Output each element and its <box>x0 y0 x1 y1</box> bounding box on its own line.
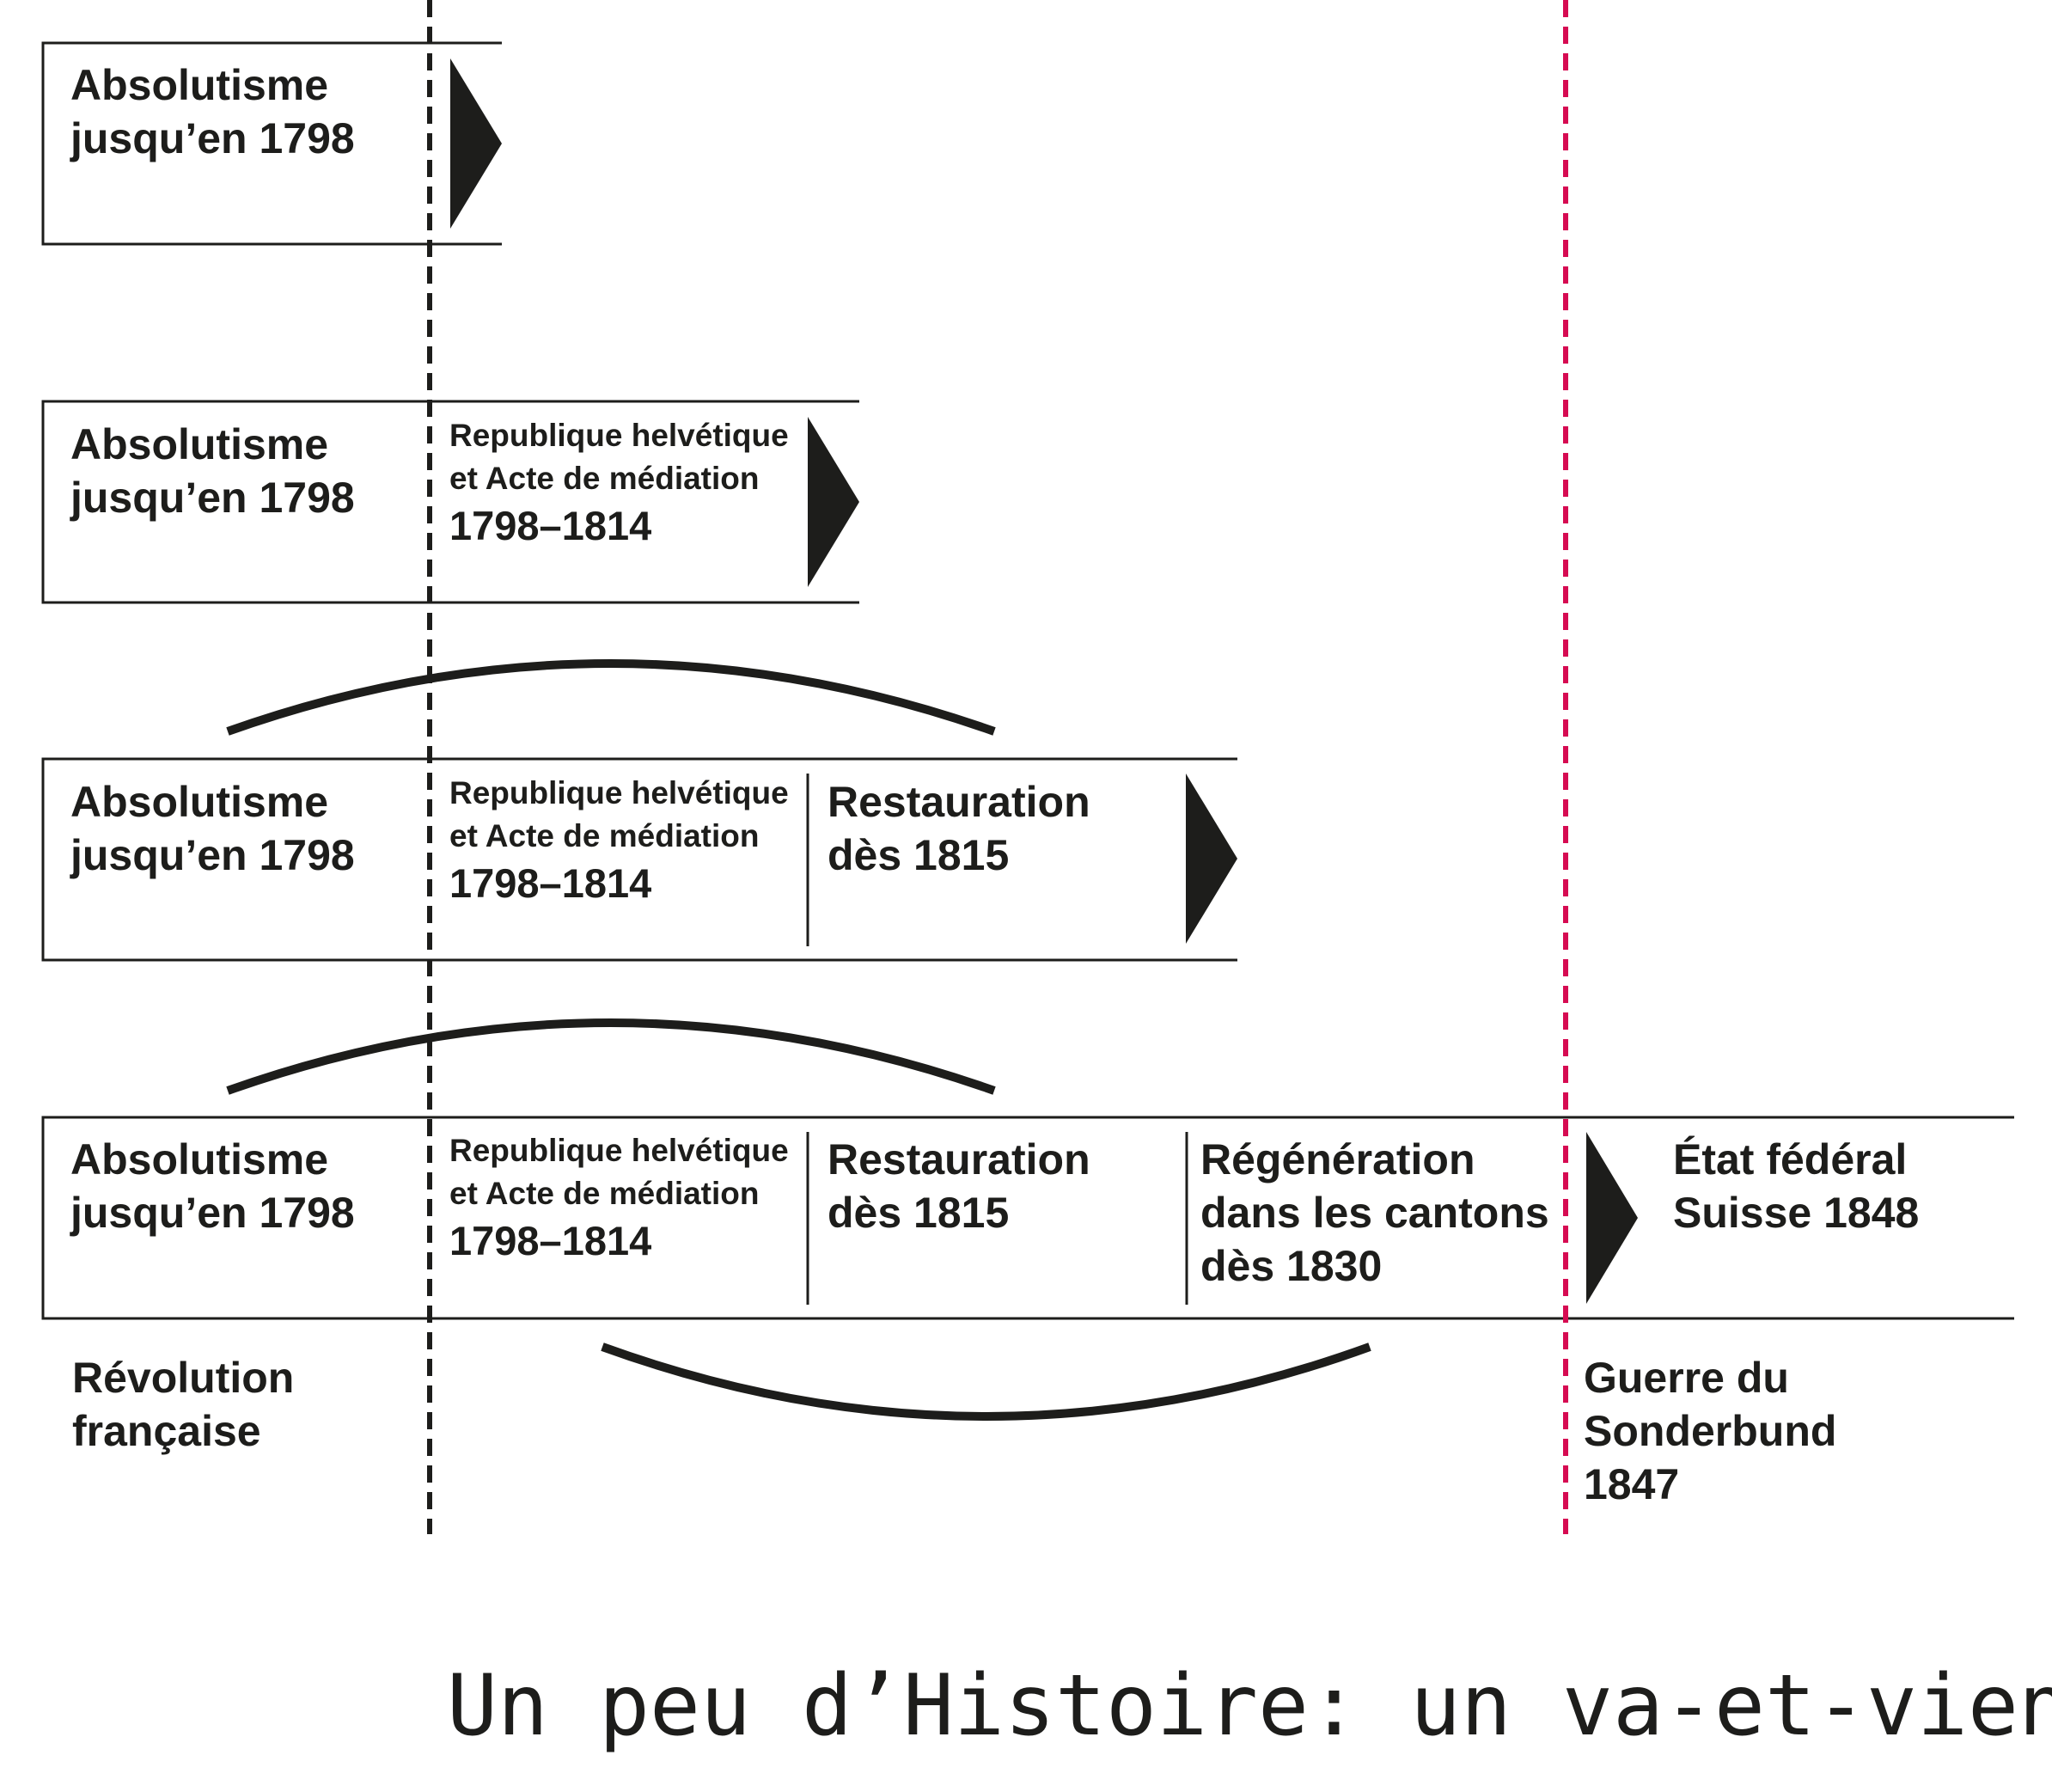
republique-line-2: et Acte de médiation <box>449 461 760 496</box>
row-4-regeneration-label: Régénération dans les cantons dès 1830 <box>1200 1133 1549 1293</box>
row-4-etat-federal-label: État fédéral Suisse 1848 <box>1673 1133 1919 1239</box>
absolutisme-line-1: Absolutisme <box>70 420 329 468</box>
row-3-republique-label: Republique helvétique et Acte de médiati… <box>449 772 789 909</box>
revolution-event-label: Révolution française <box>72 1351 294 1458</box>
page-title: Un peu d’Histoire: un va-et-vient <box>447 1657 2052 1755</box>
row-2-arrow-icon <box>808 417 859 587</box>
absolutisme-line-2: jusqu’en 1798 <box>70 1189 355 1237</box>
etat-federal-line-2: Suisse 1848 <box>1673 1189 1920 1237</box>
row-4-arrow-icon <box>1586 1132 1638 1304</box>
row-4-restauration-label: Restauration dès 1815 <box>828 1133 1090 1239</box>
republique-years: 1798–1814 <box>449 860 652 906</box>
republique-years: 1798–1814 <box>449 503 652 548</box>
row-3-arrow-icon <box>1186 774 1237 944</box>
row-2-republique-label: Republique helvétique et Acte de médiati… <box>449 414 789 552</box>
restauration-line-2: dès 1815 <box>828 1189 1010 1237</box>
arc-swing-icon-2 <box>226 1018 996 1095</box>
absolutisme-line-1: Absolutisme <box>70 1135 329 1183</box>
row-2-frame <box>41 400 859 604</box>
row-1-arrow-icon <box>450 58 502 229</box>
republique-line-2: et Acte de médiation <box>449 1176 760 1211</box>
regeneration-line-1: Régénération <box>1200 1135 1475 1183</box>
row-3-absolutisme-label: Absolutisme jusqu’en 1798 <box>70 775 355 882</box>
etat-federal-line-1: État fédéral <box>1673 1135 1908 1183</box>
regeneration-line-3: dès 1830 <box>1200 1242 1383 1290</box>
row-4-absolutisme-label: Absolutisme jusqu’en 1798 <box>70 1133 355 1239</box>
restauration-line-2: dès 1815 <box>828 831 1010 879</box>
absolutisme-line-2: jusqu’en 1798 <box>70 114 355 162</box>
restauration-line-1: Restauration <box>828 1135 1090 1183</box>
arc-swing-icon-1 <box>226 659 996 736</box>
sonderbund-line-3: 1847 <box>1584 1460 1680 1508</box>
absolutisme-line-2: jusqu’en 1798 <box>70 831 355 879</box>
sonderbund-line-2: Sonderbund <box>1584 1407 1837 1455</box>
republique-line-1: Republique helvétique <box>449 1133 789 1168</box>
sonderbund-event-label: Guerre du Sonderbund 1847 <box>1584 1351 1836 1511</box>
sonderbund-line-1: Guerre du <box>1584 1354 1789 1402</box>
regeneration-line-2: dans les cantons <box>1200 1189 1549 1237</box>
row-1-frame <box>41 41 502 246</box>
row-3-frame <box>41 757 1237 962</box>
republique-years: 1798–1814 <box>449 1218 652 1263</box>
revolution-line-1: Révolution <box>72 1354 295 1402</box>
republique-line-1: Republique helvétique <box>449 418 789 453</box>
row-3-restauration-label: Restauration dès 1815 <box>828 775 1090 882</box>
row-1-absolutisme-label: Absolutisme jusqu’en 1798 <box>70 58 355 165</box>
arc-swing-icon-3 <box>601 1342 1371 1421</box>
row-4-republique-label: Republique helvétique et Acte de médiati… <box>449 1129 789 1267</box>
revolution-line-2: française <box>72 1407 261 1455</box>
republique-line-2: et Acte de médiation <box>449 818 760 853</box>
absolutisme-line-1: Absolutisme <box>70 61 329 109</box>
absolutisme-line-2: jusqu’en 1798 <box>70 474 355 522</box>
restauration-line-1: Restauration <box>828 778 1090 826</box>
row-4-frame <box>41 1116 2014 1320</box>
row-2-absolutisme-label: Absolutisme jusqu’en 1798 <box>70 418 355 524</box>
absolutisme-line-1: Absolutisme <box>70 778 329 826</box>
republique-line-1: Republique helvétique <box>449 775 789 810</box>
